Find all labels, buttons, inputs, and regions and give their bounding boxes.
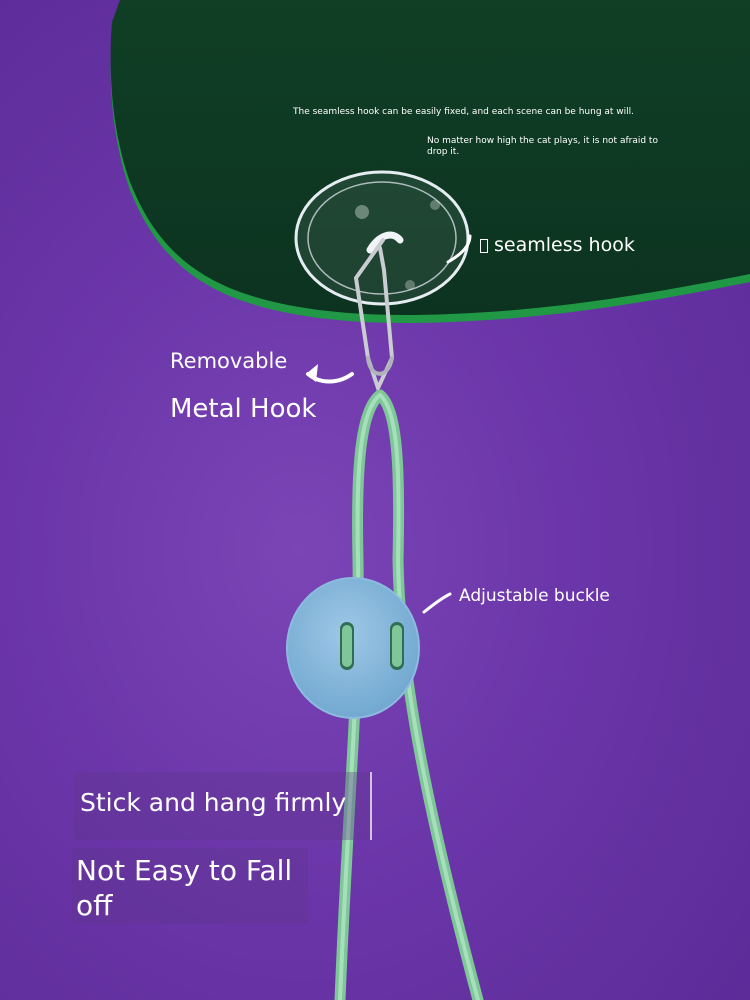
marker-box-icon [480,239,488,253]
seamless-hook-text: seamless hook [494,234,635,256]
carabiner-icon [353,238,395,394]
note-cat-plays: No matter how high the cat plays, it is … [427,136,658,157]
seamless-hook-label: seamless hook [480,234,635,256]
metal-hook-label: Metal Hook [170,394,317,424]
removable-label: Removable [170,349,288,373]
adjustable-buckle-label: Adjustable buckle [459,586,610,606]
felt-button-icon [286,577,452,719]
suction-cup-icon [294,170,472,306]
caption-not-easy: Not Easy to Fall off [72,848,308,924]
acrylic-shelf [110,0,750,323]
caption-stick-hang: Stick and hang firmly [74,772,372,840]
arrow-icon [306,364,354,384]
note-fixed-hook: The seamless hook can be easily fixed, a… [293,107,635,117]
caption-not-easy-line1: Not Easy to Fall [76,854,293,887]
caption-stick-hang-text: Stick and hang firmly [80,788,347,817]
caption-not-easy-line2: off [76,889,113,922]
